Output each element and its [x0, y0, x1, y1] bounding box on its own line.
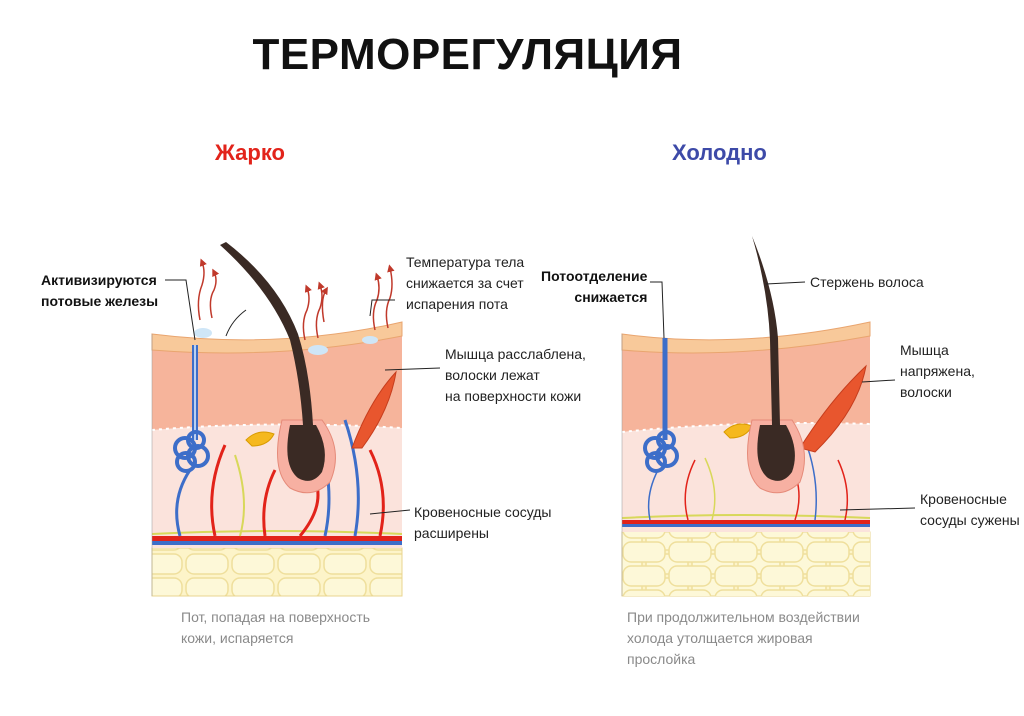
cold-note: При продолжительном воздействии холода у… — [627, 609, 860, 667]
page-title: ТЕРМОРЕГУЛЯЦИЯ — [252, 30, 683, 79]
cold-skin-section — [621, 236, 871, 597]
hot-label-sweat-glands: Активизируются потовые железы — [41, 272, 159, 309]
hot-label-muscle: Мышца расслаблена, волоски лежат на пове… — [445, 346, 586, 404]
cold-label-sweating: Потоотделение снижается — [541, 268, 648, 305]
hot-heading: Жарко — [215, 140, 285, 165]
hot-skin-section — [151, 242, 403, 597]
cold-label-hair-shaft: Стержень волоса — [810, 274, 924, 290]
cold-label-muscle: Мышца напряжена, волоски — [900, 342, 975, 400]
hot-label-vessels: Кровеносные сосуды расширены — [414, 504, 552, 541]
cold-label-vessels: Кровеносные сосуды сужены — [920, 491, 1020, 528]
hot-note: Пот, попадая на поверхность кожи, испаря… — [181, 609, 371, 646]
cold-heading: Холодно — [672, 140, 767, 165]
hot-label-temperature: Температура тела снижается за счет испар… — [406, 254, 525, 312]
